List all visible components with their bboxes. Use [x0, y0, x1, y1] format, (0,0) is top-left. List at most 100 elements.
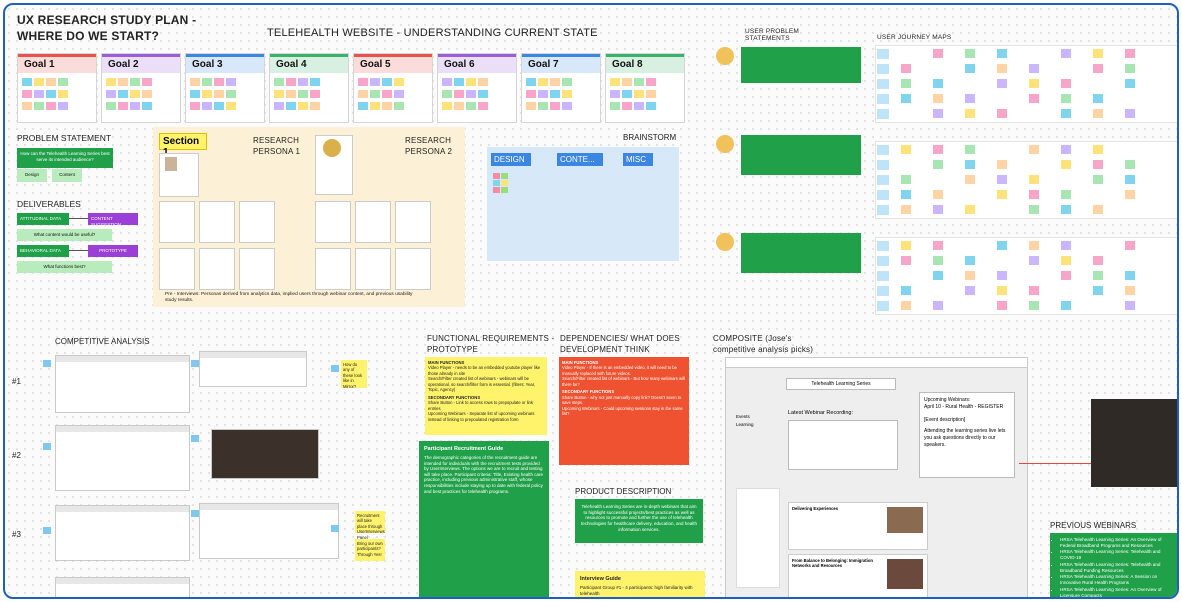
competitor-screenshot[interactable]	[55, 355, 190, 413]
blue-sticky[interactable]	[43, 360, 51, 367]
video-thumbnail[interactable]	[1091, 399, 1177, 487]
functional-card[interactable]: MAIN FUNCTIONS Video Player - needs to b…	[425, 357, 547, 435]
mock-upcoming-card[interactable]: Upcoming Webinars: April 10 - Rural Heal…	[919, 392, 1015, 478]
screenshot-topbar	[56, 426, 189, 432]
mock-past-card-1[interactable]: Delivering Experiences	[788, 502, 928, 550]
goal-card-5[interactable]: Goal 5	[353, 53, 433, 123]
competitor-screenshot[interactable]	[55, 577, 190, 597]
blue-sticky[interactable]	[191, 510, 199, 517]
past-photo-2	[887, 559, 923, 589]
brainstorm-sticky[interactable]	[493, 187, 500, 193]
journey-sticky	[1029, 64, 1039, 73]
goal-card-4[interactable]: Goal 4	[269, 53, 349, 123]
recruitment-guide-body: The demographic categories of the recrui…	[424, 454, 544, 494]
competitor-screenshot[interactable]	[199, 503, 339, 559]
goal-title-4: Goal 4	[270, 54, 348, 73]
brainstorm-sticky[interactable]	[501, 187, 508, 193]
blue-sticky[interactable]	[331, 365, 339, 372]
mock-video[interactable]	[788, 420, 898, 470]
journey-sticky	[997, 109, 1007, 118]
goal-title-3: Goal 3	[186, 54, 264, 73]
goal-card-1[interactable]: Goal 1	[17, 53, 97, 123]
content-suggestion[interactable]: CONTENT SUGGESTION	[88, 213, 138, 227]
question-function[interactable]: What functions best?	[17, 261, 112, 273]
problem-statement-card[interactable]	[741, 135, 861, 175]
journey-sticky	[1029, 256, 1039, 265]
attitudinal-data[interactable]: ATTITUDINAL DATA	[17, 213, 69, 225]
note-mirror[interactable]: How do any of these look like in Mirror?	[341, 360, 367, 389]
mock-past-card-2[interactable]: From Balance to Belonging: Immigration N…	[788, 554, 928, 597]
journey-sticky	[1125, 241, 1135, 250]
brainstorm-design[interactable]: DESIGN	[491, 153, 531, 166]
journey-sticky	[1093, 256, 1103, 265]
note-recruitment[interactable]: Recruitment will take place through User…	[355, 511, 385, 540]
blue-sticky[interactable]	[43, 527, 51, 534]
note-participants[interactable]: Bring our own participants? Through Yes!	[355, 539, 385, 561]
blue-sticky[interactable]	[331, 525, 339, 532]
goal-card-7[interactable]: Goal 7	[521, 53, 601, 123]
competitor-screenshot[interactable]	[199, 351, 307, 387]
goal-card-6[interactable]: Goal 6	[437, 53, 517, 123]
journey-row-label	[877, 190, 889, 200]
journey-sticky	[1029, 301, 1039, 310]
design-chip[interactable]: Design	[17, 169, 47, 182]
mock-learning[interactable]: Learning	[736, 422, 754, 427]
persona-detail-card	[159, 248, 195, 290]
goal-card-3[interactable]: Goal 3	[185, 53, 265, 123]
dependencies-card[interactable]: MAIN FUNCTIONS Video Player - If there i…	[559, 357, 689, 465]
problem-statement-card[interactable]	[741, 47, 861, 83]
previous-webinar-item[interactable]: HRSA Telehealth Learning Series: Telehea…	[1060, 549, 1176, 560]
competitor-screenshot[interactable]	[55, 505, 190, 561]
connector-line	[1019, 463, 1091, 464]
brainstorm-content[interactable]: CONTE...	[557, 153, 603, 166]
journey-sticky	[901, 79, 911, 88]
previous-webinar-item[interactable]: HRSA Telehealth Learning Series: A Sessi…	[1060, 574, 1176, 585]
previous-webinar-item[interactable]: HRSA Telehealth Learning Series: An Over…	[1060, 537, 1176, 548]
goal-card-2[interactable]: Goal 2	[101, 53, 181, 123]
previous-list[interactable]: HRSA Telehealth Learning Series: An Over…	[1050, 533, 1177, 597]
content-chip[interactable]: Content	[52, 169, 82, 182]
goal-card-8[interactable]: Goal 8	[605, 53, 685, 123]
competitor-screenshot[interactable]	[211, 429, 319, 479]
interview-guide[interactable]: Interview Guide Participant Group #1 - 4…	[575, 571, 705, 597]
behavioral-data[interactable]: BEHAVIORAL DATA	[17, 245, 69, 257]
section-sticky[interactable]: Section 1	[159, 133, 207, 158]
sticky-note	[286, 78, 296, 86]
sticky-note	[394, 78, 404, 86]
journey-sticky	[1061, 160, 1071, 169]
upcoming-item[interactable]: April 10 - Rural Health - REGISTER	[924, 404, 1004, 410]
sticky-note	[286, 90, 296, 98]
brainstorm-misc[interactable]: MISC	[623, 153, 653, 166]
sticky-note	[118, 102, 128, 110]
product-description[interactable]: Telehealth Learning Series are in-depth …	[575, 499, 703, 543]
brainstorm-sticky[interactable]	[493, 180, 500, 186]
sticky-note	[442, 78, 452, 86]
sticky-note	[466, 90, 476, 98]
blue-sticky[interactable]	[191, 360, 199, 367]
journey-sticky	[933, 271, 943, 280]
brainstorm-sticky[interactable]	[493, 173, 500, 179]
recruitment-guide[interactable]: Participant Recruitment Guide The demogr…	[419, 441, 549, 597]
journey-sticky	[901, 301, 911, 310]
brainstorm-sticky[interactable]	[501, 173, 508, 179]
sticky-note	[382, 78, 392, 86]
composite-mockup[interactable]: Telehealth Learning Series Events Learni…	[725, 357, 1028, 597]
previous-webinar-item[interactable]: HRSA Telehealth Learning Series: An Over…	[1060, 587, 1176, 597]
brainstorm-panel[interactable]	[487, 147, 679, 261]
brainstorm-sticky[interactable]	[501, 180, 508, 186]
whiteboard-canvas[interactable]: UX RESEARCH STUDY PLAN - WHERE DO WE STA…	[3, 3, 1179, 599]
blue-sticky[interactable]	[191, 435, 199, 442]
prototype-chip[interactable]: PROTOTYPE	[88, 245, 138, 257]
journey-sticky	[1093, 205, 1103, 214]
sticky-note	[358, 102, 368, 110]
req-search: Search/Filter created list of webinars -…	[428, 376, 536, 393]
problem-statement-card[interactable]	[741, 233, 861, 273]
sticky-note	[394, 90, 404, 98]
blue-sticky[interactable]	[43, 443, 51, 450]
competitor-screenshot[interactable]	[55, 425, 190, 491]
persona2-card	[315, 135, 353, 195]
problem-question[interactable]: How can the Telehealth Learning Series b…	[17, 148, 113, 168]
mock-events[interactable]: Events	[736, 414, 750, 419]
question-content[interactable]: What content would be useful?	[17, 229, 112, 241]
previous-webinar-item[interactable]: HRSA Telehealth Learning Series: Telehea…	[1060, 562, 1176, 573]
